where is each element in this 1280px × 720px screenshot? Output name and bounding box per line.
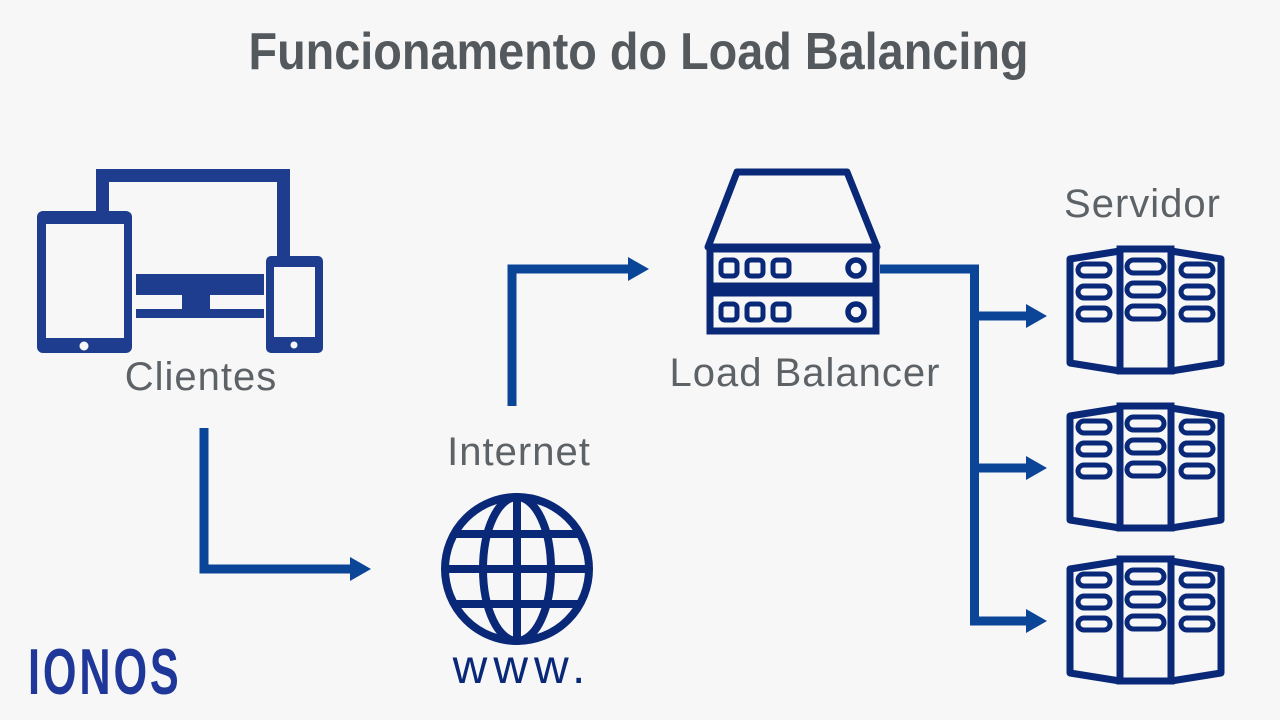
clients-label: Clientes bbox=[124, 355, 278, 399]
server-label: Servidor bbox=[1064, 182, 1221, 226]
globe-icon bbox=[441, 493, 593, 645]
www-caption: www. bbox=[452, 641, 592, 694]
server-icon-3 bbox=[1070, 559, 1221, 681]
arrow-internet-to-load-balancer bbox=[507, 257, 649, 406]
monitor-base bbox=[136, 309, 264, 318]
load-balancer-icon bbox=[704, 168, 881, 335]
ionos-logo: IONOS bbox=[28, 635, 182, 709]
monitor-bezel bbox=[136, 274, 264, 295]
internet-label: Internet bbox=[447, 430, 591, 474]
arrow-lb-to-servers bbox=[880, 264, 1047, 633]
arrow-clients-to-internet bbox=[199, 428, 371, 581]
monitor-stand bbox=[182, 294, 210, 312]
arrowhead-icon bbox=[1026, 456, 1047, 480]
client-devices-icon bbox=[37, 169, 323, 353]
arrowhead-icon bbox=[628, 257, 649, 281]
arrowhead-icon bbox=[1026, 304, 1047, 328]
server-icon-1 bbox=[1070, 249, 1221, 371]
load-balancer-label: Load Balancer bbox=[669, 351, 941, 395]
smartphone-icon bbox=[266, 256, 323, 353]
arrowhead-icon bbox=[1026, 609, 1047, 633]
server-icon-2 bbox=[1070, 406, 1221, 528]
page-title: Funcionamento do Load Balancing bbox=[248, 23, 1029, 81]
tablet-icon bbox=[37, 211, 132, 353]
arrowhead-icon bbox=[350, 557, 371, 581]
